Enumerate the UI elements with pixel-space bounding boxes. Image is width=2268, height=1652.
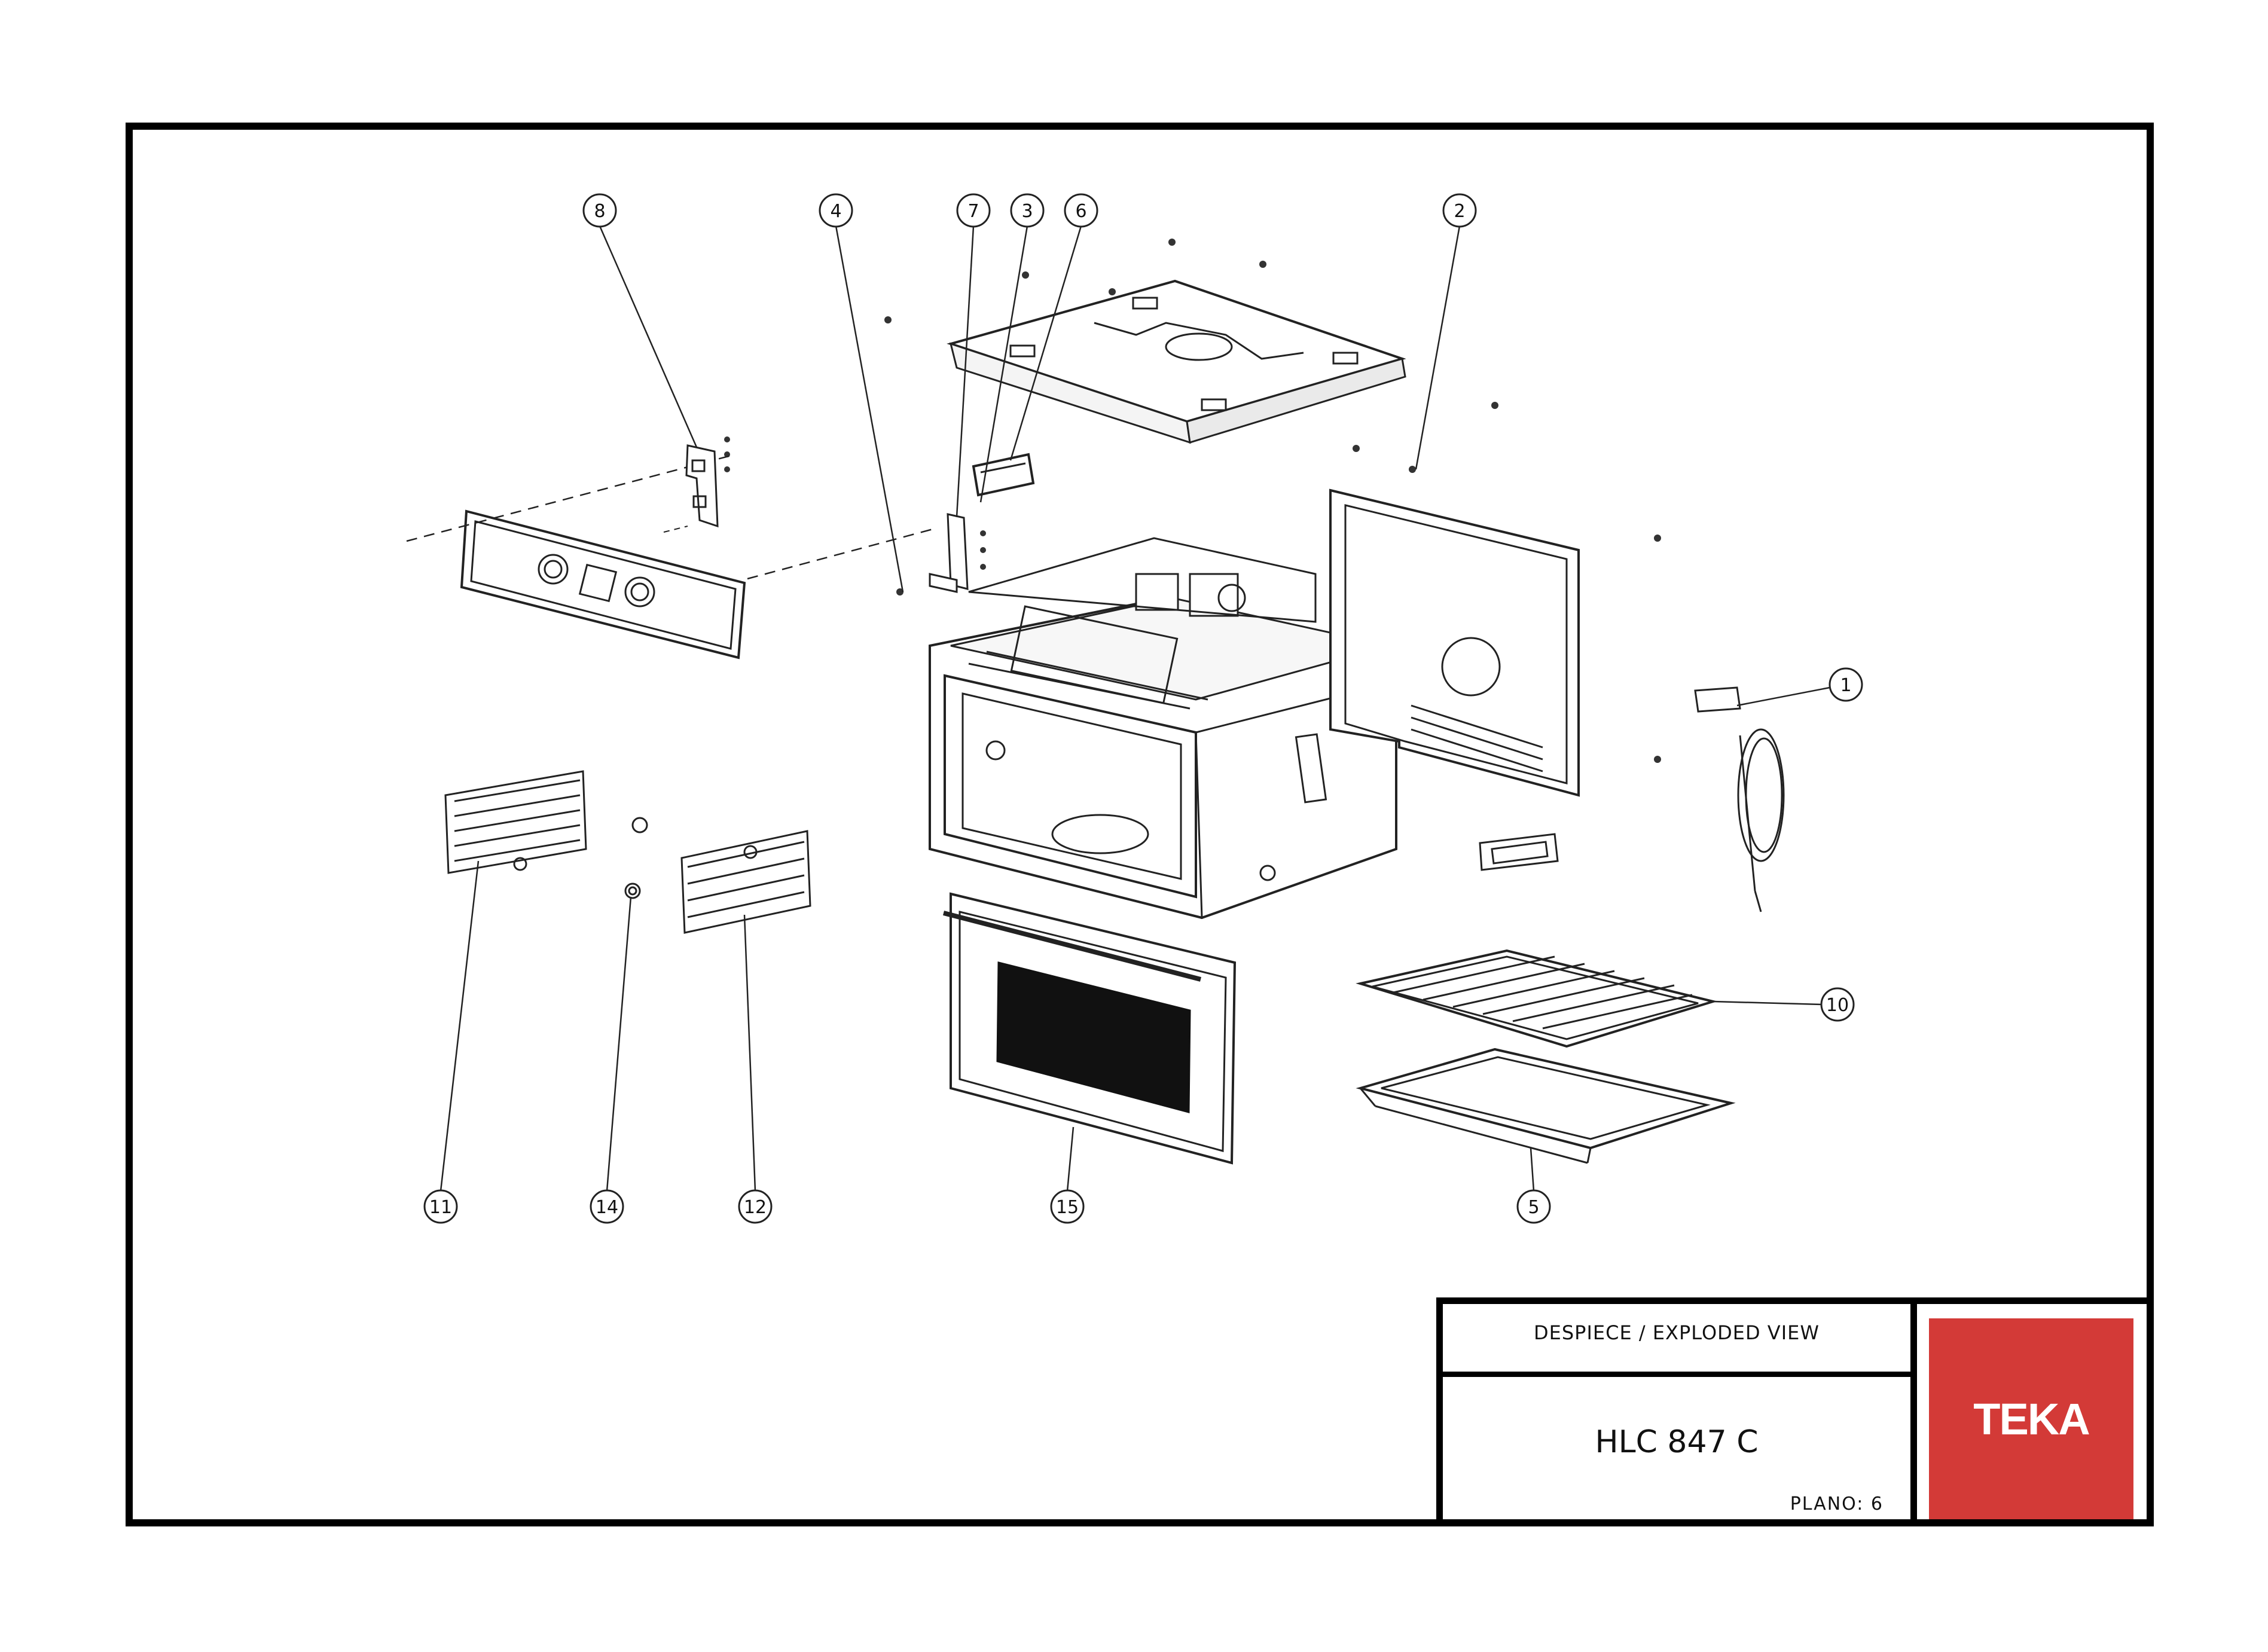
callout-5: 5 <box>1516 1189 1551 1224</box>
teka-logo-text: TEKA <box>1973 1394 2090 1444</box>
callout-number: 4 <box>830 201 841 222</box>
callout-number: 2 <box>1454 201 1465 222</box>
callout-circle <box>1064 193 1098 228</box>
knob-14 <box>624 883 641 899</box>
callout-6: 6 <box>1064 193 1098 228</box>
model-number: HLC 847 C <box>1595 1424 1759 1460</box>
callout-circle <box>956 193 991 228</box>
callout-circle <box>1829 667 1863 702</box>
callout-circle <box>819 193 853 228</box>
callout-12: 12 <box>738 1189 773 1224</box>
callout-8: 8 <box>582 193 617 228</box>
power-cable-1 <box>1694 686 1785 912</box>
callout-layer: 8 4 7 3 6 2 1 10 5 15 12 14 11 <box>423 193 1863 1224</box>
callout-3: 3 <box>1010 193 1045 228</box>
title-block-heading: DESPIECE / EXPLODED VIEW <box>1534 1321 1820 1344</box>
sheet-number: PLANO: 6 <box>1790 1494 1884 1514</box>
callout-number: 6 <box>1075 201 1086 222</box>
callout-number: 7 <box>967 201 979 222</box>
callout-circle <box>1516 1189 1551 1224</box>
drawing-frame <box>126 123 2154 1526</box>
title-block-top-border <box>1436 1297 2154 1304</box>
callout-15: 15 <box>1050 1189 1085 1224</box>
callout-circle <box>590 1189 624 1224</box>
title-block-divider-vertical <box>1910 1297 1917 1526</box>
callout-1: 1 <box>1829 667 1863 702</box>
callout-number: 15 <box>1056 1197 1079 1218</box>
rear-panel <box>1329 488 1580 797</box>
callout-circle <box>1050 1189 1085 1224</box>
leader-lines <box>439 225 1830 1192</box>
callout-number: 14 <box>596 1197 618 1218</box>
callout-circle <box>1820 987 1855 1022</box>
callout-number: 5 <box>1528 1197 1539 1218</box>
handle-part-6 <box>972 453 1035 497</box>
wire-rack-10 <box>1356 949 1718 1048</box>
callout-circle <box>423 1189 458 1224</box>
callout-7: 7 <box>956 193 991 228</box>
top-cover-panel <box>947 279 1406 444</box>
callout-number: 8 <box>594 201 605 222</box>
title-block-left-border <box>1436 1297 1443 1526</box>
title-block-divider-horizontal <box>1436 1372 1915 1377</box>
callout-number: 11 <box>429 1197 452 1218</box>
oven-cavity-body <box>929 537 1397 920</box>
callout-number: 12 <box>744 1197 767 1218</box>
vent-grille <box>1479 833 1559 871</box>
bracket-7 <box>929 513 969 593</box>
callout-4: 4 <box>819 193 853 228</box>
baking-tray-5 <box>1356 1048 1736 1164</box>
side-rail-12 <box>680 830 811 934</box>
callout-10: 10 <box>1820 987 1855 1022</box>
callout-number: 10 <box>1826 995 1849 1016</box>
callout-circle <box>582 193 617 228</box>
door-15 <box>943 892 1237 1165</box>
callout-number: 1 <box>1840 675 1851 696</box>
callout-number: 3 <box>1021 201 1033 222</box>
callout-11: 11 <box>423 1189 458 1224</box>
callout-circle <box>738 1189 773 1224</box>
callout-2: 2 <box>1442 193 1477 228</box>
bracket-8 <box>663 444 719 533</box>
callout-14: 14 <box>590 1189 624 1224</box>
teka-logo: TEKA <box>1929 1318 2133 1519</box>
side-rail-11 <box>444 770 648 874</box>
control-panel <box>406 453 933 659</box>
callout-circle <box>1010 193 1045 228</box>
callout-circle <box>1442 193 1477 228</box>
